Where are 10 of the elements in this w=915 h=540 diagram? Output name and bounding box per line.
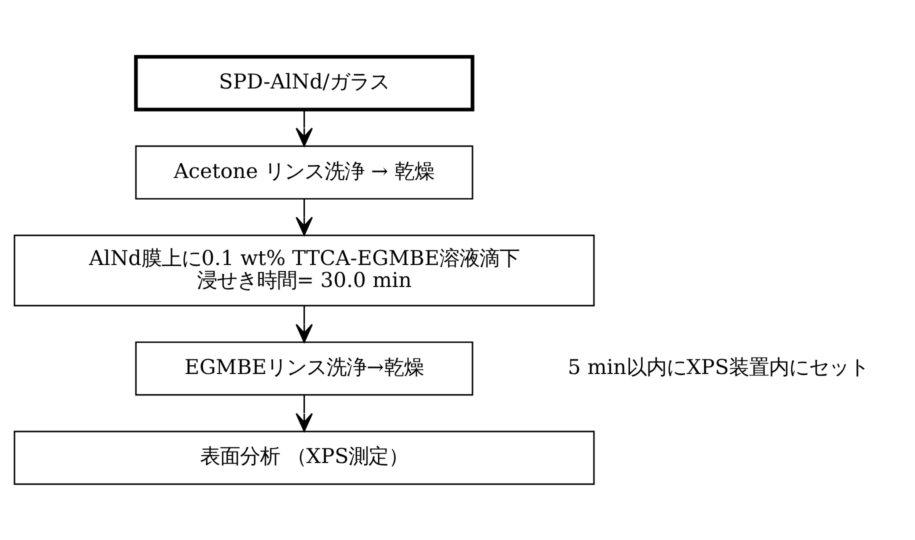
node-box: Acetone リンス洗浄 → 乾燥: [135, 144, 474, 200]
arrow: [296, 198, 313, 236]
node-box: EGMBEリンス洗浄→乾燥: [135, 340, 474, 396]
arrow: [296, 109, 313, 146]
arrow: [296, 305, 313, 342]
label: 5 min以内にXPS装置内にセット: [568, 354, 869, 378]
node-box: SPD-AlNd/ガラス: [134, 54, 474, 111]
arrow: [296, 394, 313, 432]
node-box: 表面分析 （XPS測定）: [14, 430, 595, 484]
node-box: AlNd膜上に0.1 wt% TTCA-EGMBE溶液滴下 浸せき時間= 30.0 min: [14, 234, 595, 306]
